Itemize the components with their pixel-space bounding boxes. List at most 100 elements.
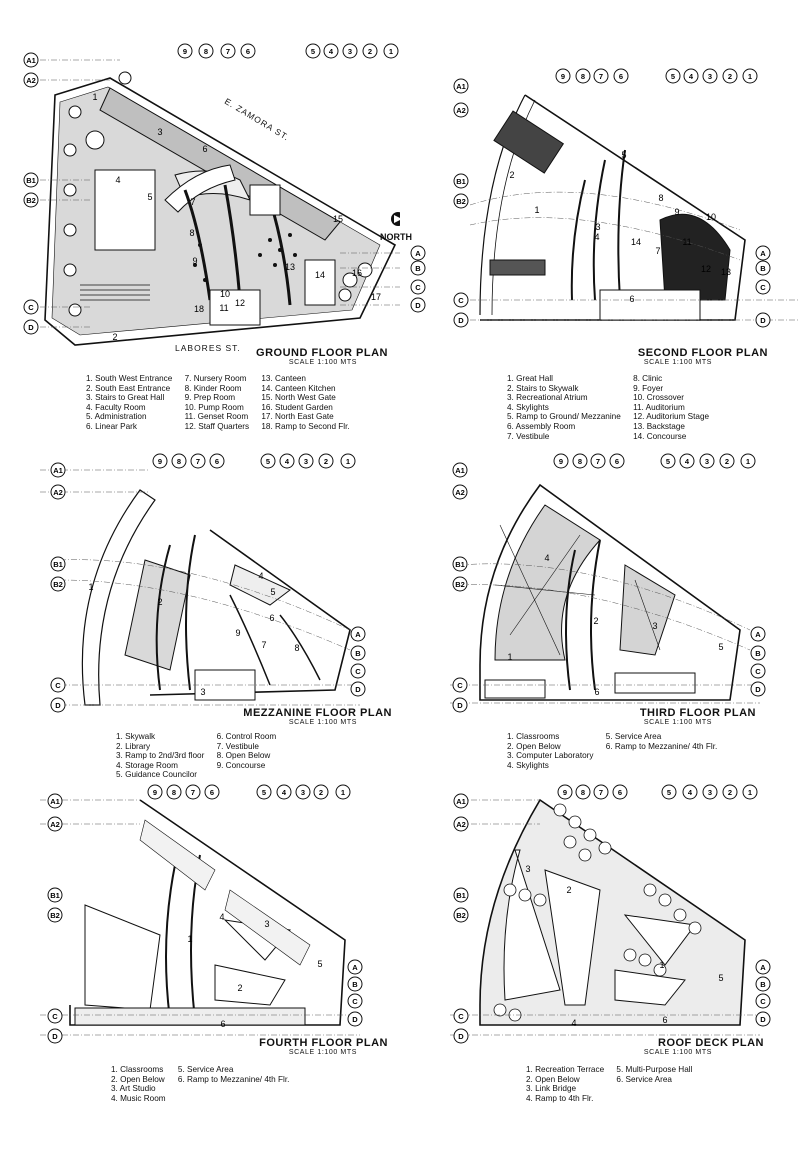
- legend-item: 4. Faculty Room: [86, 402, 146, 412]
- legend-item: 2. Open Below: [111, 1074, 165, 1084]
- legend-item: 2. South East Entrance: [86, 383, 171, 393]
- legend-item: 2. Library: [116, 741, 151, 751]
- legend-item: 11. Genset Room: [184, 412, 249, 422]
- legend-item: 6. Service Area: [616, 1074, 672, 1084]
- legend-item: 6. Linear Park: [86, 421, 137, 431]
- plan-title: ROOF DECK PLAN: [658, 1037, 764, 1049]
- legend-item: 7. Vestibule: [216, 741, 259, 751]
- legend-item: 6. Assembly Room: [507, 421, 576, 431]
- fourth-floor-legend: 1. Classrooms 2. Open Below 3. Art Studi…: [111, 1065, 299, 1103]
- mezzanine-floor-legend: 1. Skywalk 2. Library 3. Ramp to 2nd/3rd…: [116, 732, 286, 780]
- legend-item: 9. Prep Room: [184, 393, 236, 403]
- legend-column: 1. Classrooms 2. Open Below 3. Art Studi…: [111, 1065, 166, 1103]
- plan-scale: SCALE 1:100 MTS: [643, 1049, 712, 1056]
- legend-item: 9. Foyer: [633, 383, 664, 393]
- second-floor-legend: 1. Great Hall 2. Stairs to Skywalk 3. Re…: [507, 374, 719, 441]
- plan-scale: SCALE 1:100 MTS: [288, 359, 357, 366]
- legend-item: 2. Stairs to Skywalk: [507, 383, 579, 393]
- third-floor-panel: THIRD FLOOR PLAN SCALE 1:100 MTS: [400, 455, 800, 832]
- legend-column: 5. Multi-Purpose Hall 6. Service Area: [616, 1065, 692, 1084]
- plan-title: FOURTH FLOOR PLAN: [259, 1037, 388, 1049]
- legend-item: 6. Control Room: [216, 732, 277, 741]
- legend-item: 12. Staff Quarters: [184, 421, 250, 431]
- legend-item: 3. Computer Laboratory: [507, 751, 594, 761]
- north-arrow-icon: [391, 212, 400, 226]
- legend-item: 13. Backstage: [633, 421, 685, 431]
- ground-floor-panel: E. ZAMORA ST. LABORES ST. NORTH GROUND F…: [0, 0, 412, 377]
- legend-item: 8. Open Below: [216, 751, 271, 761]
- legend-column: 1. Recreation Terrace 2. Open Below 3. L…: [526, 1065, 604, 1103]
- second-floor-plan-drawing: [469, 94, 800, 321]
- legend-item: 8. Clinic: [633, 374, 663, 383]
- legend-item: 15. North West Gate: [261, 393, 336, 403]
- legend-item: 5. Guidance Councilor: [116, 770, 198, 780]
- legend-column: 8. Clinic 9. Foyer 10. Crossover 11. Aud…: [633, 374, 709, 441]
- legend-column: 1. Skywalk 2. Library 3. Ramp to 2nd/3rd…: [116, 732, 204, 780]
- legend-item: 7. Nursery Room: [184, 374, 247, 383]
- mezzanine-floor-panel: MEZZANINE FLOOR PLAN SCALE 1:100 MTS: [0, 455, 400, 832]
- legend-column: 1. Classrooms 2. Open Below 3. Computer …: [507, 732, 593, 770]
- second-floor-panel: SECOND FLOOR PLAN SCALE 1:100 MTS: [400, 0, 800, 377]
- legend-item: 1. Classrooms: [507, 732, 560, 741]
- legend-item: 14. Canteen Kitchen: [261, 383, 336, 393]
- roof-deck-legend: 1. Recreation Terrace 2. Open Below 3. L…: [526, 1065, 702, 1103]
- mezzanine-floor-plan-drawing: [40, 469, 360, 706]
- legend-item: 14. Concourse: [633, 431, 687, 441]
- legend-item: 4. Skylights: [507, 402, 549, 412]
- legend-item: 17. North East Gate: [261, 412, 334, 422]
- legend-item: 12. Auditorium Stage: [633, 412, 710, 422]
- legend-item: 10. Crossover: [633, 393, 685, 403]
- legend-item: 6. Ramp to Mezzanine/ 4th Flr.: [605, 741, 718, 751]
- fourth-floor-panel: FOURTH FLOOR PLAN SCALE 1:100 MTS: [0, 780, 400, 1157]
- street-bottom-label: LABORES ST.: [175, 343, 241, 353]
- legend-column: 1. South West Entrance 2. South East Ent…: [86, 374, 172, 432]
- north-label: NORTH: [380, 232, 412, 242]
- legend-item: 18. Ramp to Second Flr.: [261, 421, 350, 431]
- legend-item: 3. Art Studio: [111, 1084, 156, 1094]
- legend-item: 8. Kinder Room: [184, 383, 242, 393]
- legend-item: 3. Link Bridge: [526, 1084, 577, 1094]
- legend-item: 10. Pump Room: [184, 402, 244, 412]
- legend-item: 5. Administration: [86, 412, 147, 422]
- plan-title: GROUND FLOOR PLAN: [256, 347, 388, 359]
- legend-item: 1. Recreation Terrace: [526, 1065, 605, 1074]
- legend-item: 4. Ramp to 4th Flr.: [526, 1093, 594, 1103]
- legend-column: 1. Great Hall 2. Stairs to Skywalk 3. Re…: [507, 374, 621, 441]
- plan-scale: SCALE 1:100 MTS: [288, 719, 357, 726]
- legend-item: 3. Recreational Atrium: [507, 393, 588, 403]
- legend-item: 9. Concourse: [216, 760, 266, 770]
- legend-column: 6. Control Room 7. Vestibule 8. Open Bel…: [217, 732, 277, 770]
- plan-title: MEZZANINE FLOOR PLAN: [243, 707, 392, 719]
- legend-item: 11. Auditorium: [633, 402, 685, 412]
- legend-column: 13. Canteen 14. Canteen Kitchen 15. Nort…: [261, 374, 349, 432]
- plan-title: SECOND FLOOR PLAN: [637, 347, 768, 359]
- ground-floor-legend: 1. South West Entrance 2. South East Ent…: [86, 374, 360, 432]
- legend-item: 2. Open Below: [526, 1074, 580, 1084]
- legend-item: 3. Stairs to Great Hall: [86, 393, 165, 403]
- legend-item: 1. Skywalk: [116, 732, 156, 741]
- legend-item: 4. Storage Room: [116, 760, 178, 770]
- plan-title: THIRD FLOOR PLAN: [639, 707, 756, 719]
- legend-item: 2. Open Below: [507, 741, 561, 751]
- legend-item: 16. Student Garden: [261, 402, 333, 412]
- legend-item: 5. Multi-Purpose Hall: [616, 1065, 693, 1074]
- third-floor-legend: 1. Classrooms 2. Open Below 3. Computer …: [507, 732, 727, 770]
- legend-item: 6. Ramp to Mezzanine/ 4th Flr.: [177, 1074, 290, 1084]
- legend-item: 13. Canteen: [261, 374, 306, 383]
- legend-item: 5. Service Area: [177, 1065, 234, 1074]
- roof-deck-panel: ROOF DECK PLAN SCALE 1:100 MTS: [400, 780, 800, 1157]
- legend-column: 5. Service Area 6. Ramp to Mezzanine/ 4t…: [606, 732, 718, 751]
- plan-scale: SCALE 1:100 MTS: [643, 719, 712, 726]
- legend-item: 1. Great Hall: [507, 374, 553, 383]
- roof-deck-plan-drawing: [450, 798, 760, 1036]
- legend-item: 4. Music Room: [111, 1093, 166, 1103]
- plan-scale: SCALE 1:100 MTS: [288, 1049, 357, 1056]
- legend-item: 7. Vestibule: [507, 431, 550, 441]
- legend-item: 5. Service Area: [605, 732, 662, 741]
- legend-item: 1. South West Entrance: [86, 374, 173, 383]
- legend-item: 1. Classrooms: [111, 1065, 164, 1074]
- plan-scale: SCALE 1:100 MTS: [643, 359, 712, 366]
- fourth-floor-plan-drawing: [40, 799, 360, 1036]
- third-floor-plan-drawing: [450, 483, 760, 704]
- legend-item: 3. Ramp to 2nd/3rd floor: [116, 751, 205, 761]
